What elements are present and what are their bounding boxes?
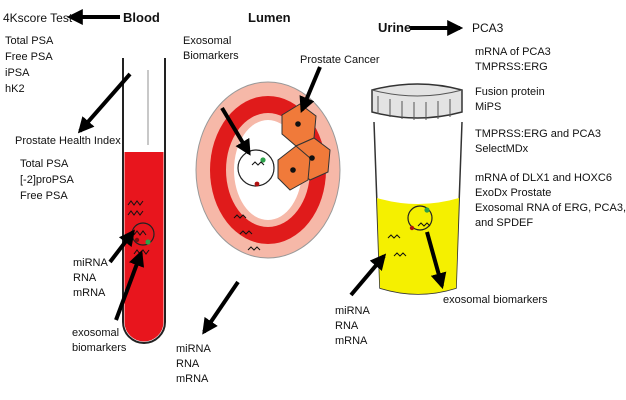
urine-test-group-2: Fusion protein MiPS <box>475 85 545 115</box>
lumen-exosome-dot-red <box>254 181 260 187</box>
urine-mrna-pca3: mRNA of PCA3 <box>475 46 551 58</box>
phi-markers: Total PSA [-2]proPSA Free PSA <box>20 156 74 204</box>
blood-mrna: mRNA <box>73 287 106 299</box>
blood-biomarkers: biomarkers <box>72 342 127 354</box>
urine-selectmdx: SelectMDx <box>475 143 529 155</box>
blood-mirna: miRNA <box>73 257 108 269</box>
urine-exosome-dot-red <box>409 225 415 231</box>
blood-4k-markers: Total PSA Free PSA iPSA hK2 <box>5 33 53 97</box>
phi-proPSA: [-2]proPSA <box>20 174 74 186</box>
urine-test-group-4: mRNA of DLX1 and HOXC6 ExoDx Prostate Ex… <box>475 171 626 231</box>
lumen-exosomal-labels: Exosomal Biomarkers <box>183 34 239 64</box>
blood-exosomal: exosomal <box>72 327 120 339</box>
lumen-exosome-dot-green <box>260 157 266 163</box>
urine-mrna-dlx1-hoxc6: mRNA of DLX1 and HOXC6 <box>475 172 612 184</box>
urine-fill <box>377 198 459 294</box>
urine-mrna: mRNA <box>335 335 368 347</box>
prostate-cancer-label: Prostate Cancer <box>300 54 380 66</box>
lumen-mrna: mRNA <box>176 373 209 385</box>
arrow-blood-to-phi <box>77 72 132 134</box>
urine-exosomal-biomarkers: exosomal biomarkers <box>443 294 548 306</box>
arrow-lumen-exosome <box>220 106 251 156</box>
urine-fusion-protein: Fusion protein <box>475 86 545 98</box>
arrow-to-blood-exosome <box>114 250 145 321</box>
phi-title: Prostate Health Index <box>15 135 121 147</box>
blood-rna-labels: miRNA RNA mRNA <box>73 256 108 301</box>
biomarker-diagram <box>66 9 464 344</box>
arrow-from-urine-exosome <box>425 231 447 290</box>
urine-exosome-dot-green <box>424 207 430 213</box>
arrow-to-blood-rna <box>108 229 135 264</box>
lumen-biomarkers: Biomarkers <box>183 50 239 62</box>
marker-ipsa: iPSA <box>5 67 30 79</box>
blood-4kscore-label: 4Kscore Test <box>3 11 73 25</box>
urine-cup <box>371 83 463 295</box>
urine-exosomal-rna: Exosomal RNA of ERG, PCA3, <box>475 202 626 214</box>
urine-tmprss-erg: TMPRSS:ERG <box>475 61 548 73</box>
blood-tube <box>122 58 166 344</box>
phi-total-psa: Total PSA <box>20 158 69 170</box>
urine-spdef: and SPDEF <box>475 217 534 229</box>
urine-exosome <box>407 205 433 231</box>
lumen-heading: Lumen <box>248 10 291 25</box>
arrow-lumen-rna <box>202 280 240 335</box>
lumen <box>195 81 341 259</box>
blood-heading: Blood <box>123 10 160 25</box>
urine-pca3: PCA3 <box>472 21 504 35</box>
blood-exosome-dot-green <box>145 239 151 245</box>
arrows <box>66 9 464 335</box>
urine-cup-lid <box>371 83 463 119</box>
lumen-mirna: miRNA <box>176 343 211 355</box>
urine-tmprss-pca3: TMPRSS:ERG and PCA3 <box>475 128 601 140</box>
urine-mips: MiPS <box>475 101 502 113</box>
marker-free-psa: Free PSA <box>5 51 53 63</box>
lumen-core <box>234 120 302 220</box>
marker-hk2: hK2 <box>5 83 25 95</box>
lumen-rna: RNA <box>176 358 200 370</box>
blood-exosome-dot-red <box>134 237 140 243</box>
blood-exosomal-labels: exosomal biomarkers <box>72 326 126 356</box>
urine-test-group-1: mRNA of PCA3 TMPRSS:ERG <box>475 45 551 75</box>
arrow-to-urine-rna <box>349 253 387 297</box>
blood-fill <box>124 152 164 342</box>
lumen-rna-labels: miRNA RNA mRNA <box>176 342 211 387</box>
urine-rna-labels: miRNA RNA mRNA <box>335 304 370 349</box>
blood-rna: RNA <box>73 272 97 284</box>
marker-total-psa: Total PSA <box>5 35 54 47</box>
rna-squiggles <box>127 161 431 257</box>
urine-mirna: miRNA <box>335 305 370 317</box>
arrow-prostate-cancer <box>299 66 322 113</box>
urine-test-group-3: TMPRSS:ERG and PCA3 SelectMDx <box>475 127 601 157</box>
lumen-exosomal: Exosomal <box>183 35 232 47</box>
phi-free-psa: Free PSA <box>20 190 68 202</box>
urine-exodx: ExoDx Prostate <box>475 187 552 199</box>
urine-rna: RNA <box>335 320 359 332</box>
urine-heading: Urine <box>378 20 412 35</box>
